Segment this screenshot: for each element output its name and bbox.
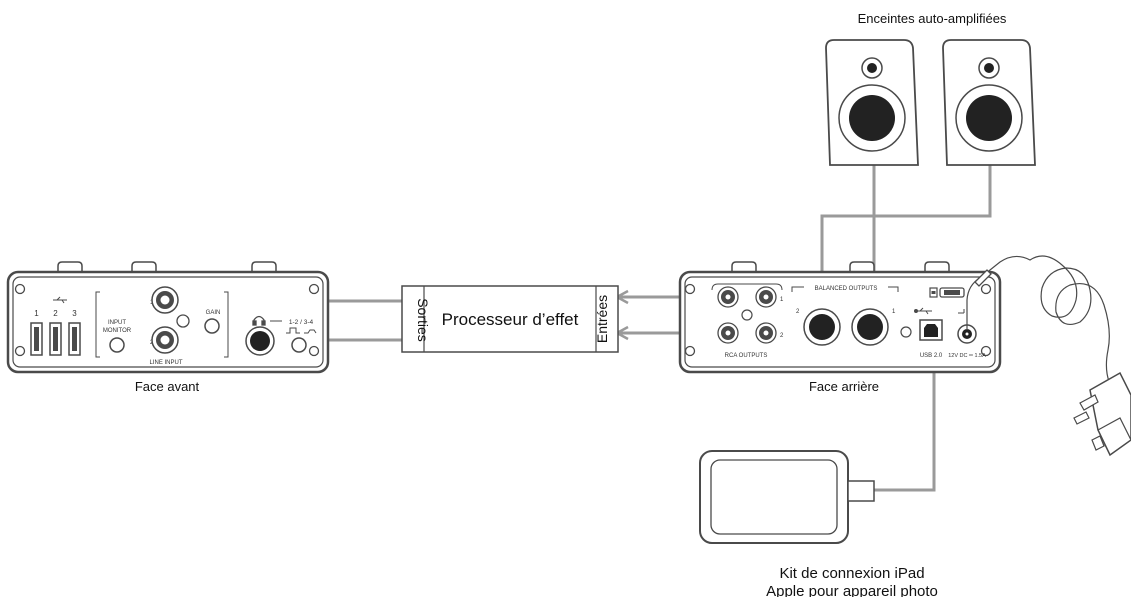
- usb-port-3: [68, 322, 81, 356]
- speakers-label: Enceintes auto-amplifiées: [858, 11, 1007, 26]
- line-input-2-jack: [151, 326, 179, 354]
- rca-output-bottom-left: [717, 322, 739, 344]
- rear-panel-label: Face arrière: [809, 379, 879, 394]
- usb-icon: [914, 307, 932, 315]
- rca-ch1-top: 1: [780, 297, 784, 303]
- processor-outputs-label: Sorties: [415, 298, 431, 342]
- rear-led: [900, 326, 912, 338]
- ipad-kit-label-line1: Kit de connexion iPad: [779, 565, 924, 582]
- headphones-icon: [252, 315, 266, 326]
- rear-panel: 1 2 RCA OUTPUTS BALANCED OUTPUTS 2 1 USB…: [678, 261, 1002, 374]
- power-label: 12V DC ═ 1.5A: [948, 353, 986, 359]
- rca-output-top-right: [755, 286, 777, 308]
- input-monitor-label-line2: MONITOR: [103, 328, 132, 334]
- front-panel-label: Face avant: [135, 379, 200, 394]
- usb-port-1: [30, 322, 43, 356]
- usb-number-1: 1: [34, 309, 39, 318]
- switch-icon: [286, 327, 317, 334]
- rca-center-led: [741, 309, 753, 321]
- rca-output-bottom-right: [755, 322, 777, 344]
- usb-port-2: [49, 322, 62, 356]
- processor-title: Processeur d’effet: [442, 310, 579, 329]
- speaker-left: [825, 39, 919, 166]
- balanced-output-1-jack: [851, 308, 889, 346]
- cable-balanced-output2-to-speaker-right: [820, 165, 992, 320]
- headphone-volume-knob: [291, 337, 307, 353]
- balanced-ch1: 1: [892, 309, 896, 315]
- rca-ch2-bottom: 2: [780, 333, 784, 339]
- input-monitor-knob: [109, 337, 125, 353]
- cable-usb-to-ipad: [872, 340, 936, 492]
- usb-port-label: USB 2.0: [920, 353, 943, 359]
- ipad: [699, 450, 875, 544]
- gain-led: [176, 314, 190, 328]
- balanced-ch2: 2: [796, 309, 800, 315]
- processor-inputs-label: Entrées: [594, 295, 610, 343]
- camera-connection-kit-adapter: [847, 480, 875, 502]
- gain-knob: [204, 318, 220, 334]
- speaker-right: [942, 39, 1036, 166]
- rca-outputs-label: RCA OUTPUTS: [725, 353, 768, 359]
- rca-output-top-left: [717, 286, 739, 308]
- usb-number-3: 3: [72, 309, 77, 318]
- power-cord: [966, 255, 1111, 385]
- effect-processor: Sorties Processeur d’effet Entrées: [401, 285, 619, 353]
- usb-b-port: [919, 319, 943, 341]
- balanced-output-2-jack: [803, 308, 841, 346]
- input-monitor-label-line1: INPUT: [108, 320, 126, 326]
- front-panel: 1 2 3 INPUT MONITOR 1 2 GAIN LINE INPUT: [6, 261, 330, 374]
- balanced-outputs-label: BALANCED OUTPUTS: [815, 286, 878, 292]
- line-input-1-jack: [151, 286, 179, 314]
- line-input-label: LINE INPUT: [149, 360, 182, 366]
- dc-polarity-icon: [958, 309, 965, 314]
- power-adapter: [966, 255, 1131, 457]
- usb-number-2: 2: [53, 309, 58, 318]
- kensington-lock-icon: [929, 287, 965, 298]
- phones-mode-label: 1-2 / 3-4: [289, 319, 314, 326]
- headphone-jack: [245, 326, 275, 356]
- gain-label: GAIN: [206, 310, 221, 316]
- ipad-kit-label-line2: Apple pour appareil photo: [766, 583, 938, 597]
- usb-icon: [53, 296, 67, 304]
